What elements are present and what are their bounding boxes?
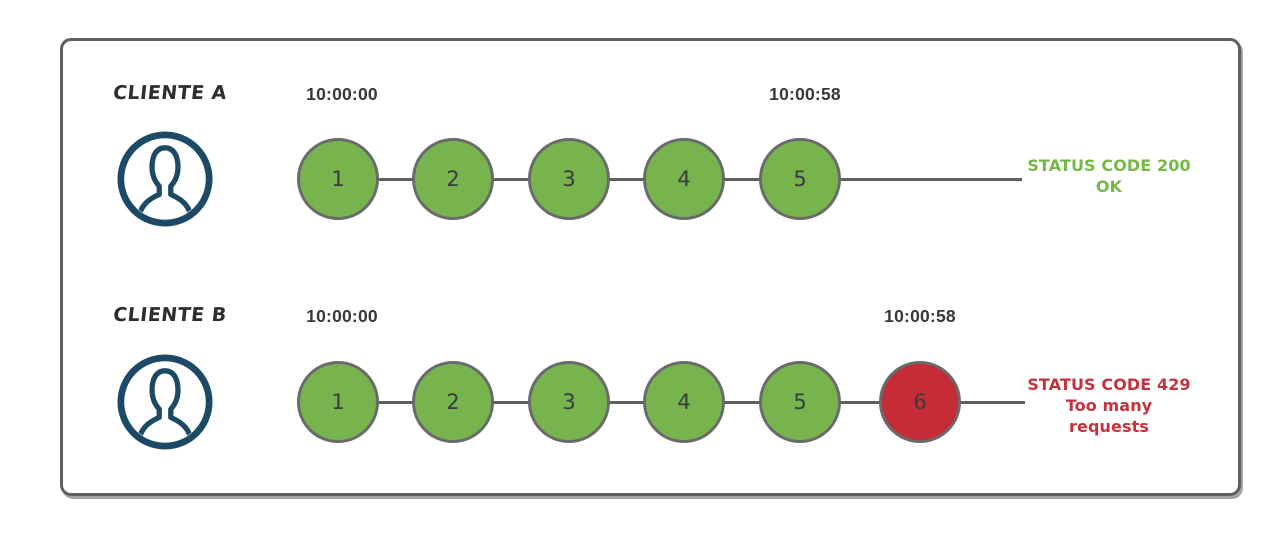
status-message-line: OK — [1095, 177, 1123, 196]
request-number: 5 — [793, 167, 807, 191]
request-circle: 4 — [643, 138, 725, 220]
request-number: 2 — [446, 167, 460, 191]
request-number: 2 — [446, 390, 460, 414]
request-circle: 6 — [879, 361, 961, 443]
request-circle: 3 — [528, 361, 610, 443]
client-a-start-time: 10:00:00 — [306, 84, 378, 104]
request-number: 1 — [331, 390, 345, 414]
request-number: 5 — [793, 390, 807, 414]
request-number: 1 — [331, 167, 345, 191]
request-number: 4 — [677, 390, 691, 414]
client-b-start-time: 10:00:00 — [306, 306, 378, 326]
request-circle: 1 — [297, 138, 379, 220]
request-circle: 4 — [643, 361, 725, 443]
request-circle: 5 — [759, 138, 841, 220]
request-circle: 5 — [759, 361, 841, 443]
status-code-line: STATUS CODE 429 — [1027, 375, 1191, 394]
request-circle: 1 — [297, 361, 379, 443]
client-a-status: STATUS CODE 200 OK — [1026, 155, 1192, 197]
client-a-end-time: 10:00:58 — [769, 84, 841, 104]
status-code-line: STATUS CODE 200 — [1027, 156, 1191, 175]
client-b-status: STATUS CODE 429 Too many requests — [1026, 374, 1192, 437]
request-number: 4 — [677, 167, 691, 191]
client-b-end-time: 10:00:58 — [884, 306, 956, 326]
request-number: 3 — [562, 390, 576, 414]
request-circle: 3 — [528, 138, 610, 220]
request-number: 3 — [562, 167, 576, 191]
status-message-line: Too many requests — [1065, 396, 1153, 436]
request-circle: 2 — [412, 138, 494, 220]
request-number: 6 — [913, 390, 927, 414]
user-avatar-icon — [117, 354, 213, 450]
request-circle: 2 — [412, 361, 494, 443]
user-avatar-icon — [117, 131, 213, 227]
